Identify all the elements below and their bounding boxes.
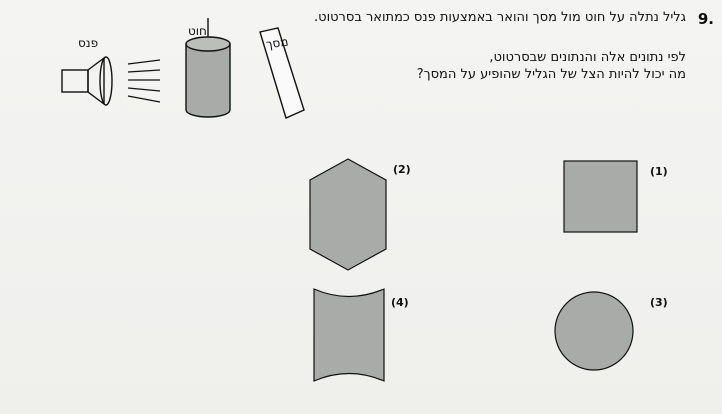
setup-figure: פנס חוט מסך bbox=[40, 14, 340, 124]
question-prompt-line-2: מה יכול להיות הצל של הגליל שהופיע על המס… bbox=[416, 67, 686, 82]
option-3-circle-shape[interactable] bbox=[553, 290, 635, 372]
question-text: גליל נתלה על חוט מול מסך והואר באמצעות פ… bbox=[314, 10, 686, 25]
option-4-concave-shape[interactable] bbox=[313, 288, 385, 382]
option-2-hexagon-shape[interactable] bbox=[308, 158, 388, 272]
question-prompt-line-1: לפי נתונים אלה והנתונים שבסרטוט, bbox=[489, 50, 686, 65]
option-3-label[interactable]: (3) bbox=[650, 296, 668, 309]
hanging-cylinder bbox=[185, 18, 231, 118]
question-number: 9. bbox=[697, 10, 714, 28]
flashlight-icon bbox=[61, 56, 113, 106]
string-label: חוט bbox=[188, 24, 207, 38]
option-4-label[interactable]: (4) bbox=[391, 296, 409, 309]
flashlight-label: פנס bbox=[78, 36, 99, 50]
option-1-label[interactable]: (1) bbox=[650, 165, 668, 178]
option-1-rectangle-shape[interactable] bbox=[563, 160, 639, 234]
light-rays bbox=[127, 59, 161, 103]
option-2-label[interactable]: (2) bbox=[393, 163, 411, 176]
screen-panel bbox=[259, 27, 305, 119]
